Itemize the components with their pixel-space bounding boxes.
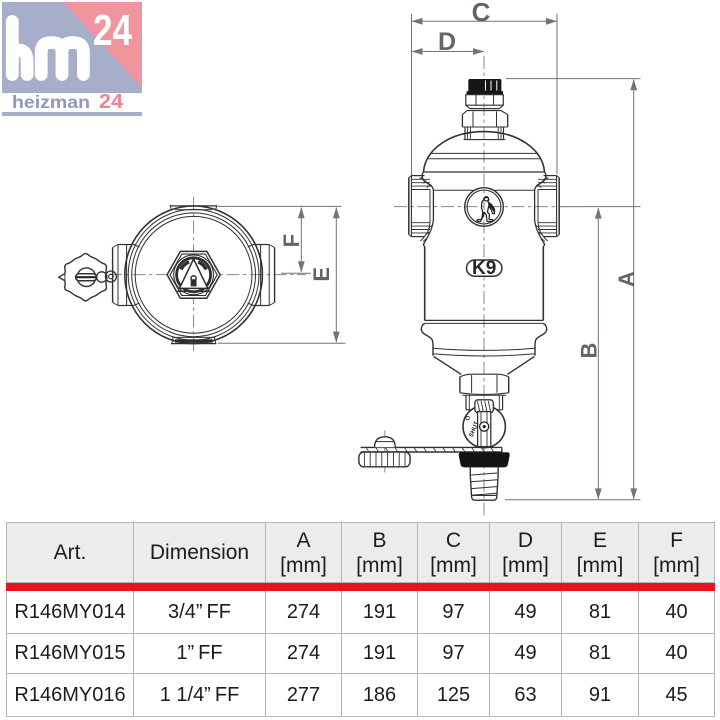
svg-text:24: 24: [99, 91, 124, 113]
svg-text:F: F: [279, 234, 304, 247]
svg-text:24: 24: [93, 6, 132, 55]
svg-text:K9: K9: [472, 258, 496, 279]
svg-text:O: O: [465, 415, 472, 421]
svg-text:E: E: [309, 267, 334, 282]
svg-text:D: D: [438, 28, 456, 56]
svg-text:SHUT: SHUT: [469, 421, 481, 439]
svg-text:B: B: [577, 343, 602, 359]
svg-text:C: C: [472, 0, 491, 27]
svg-text:heizman: heizman: [12, 92, 90, 112]
svg-text:A: A: [614, 271, 639, 287]
